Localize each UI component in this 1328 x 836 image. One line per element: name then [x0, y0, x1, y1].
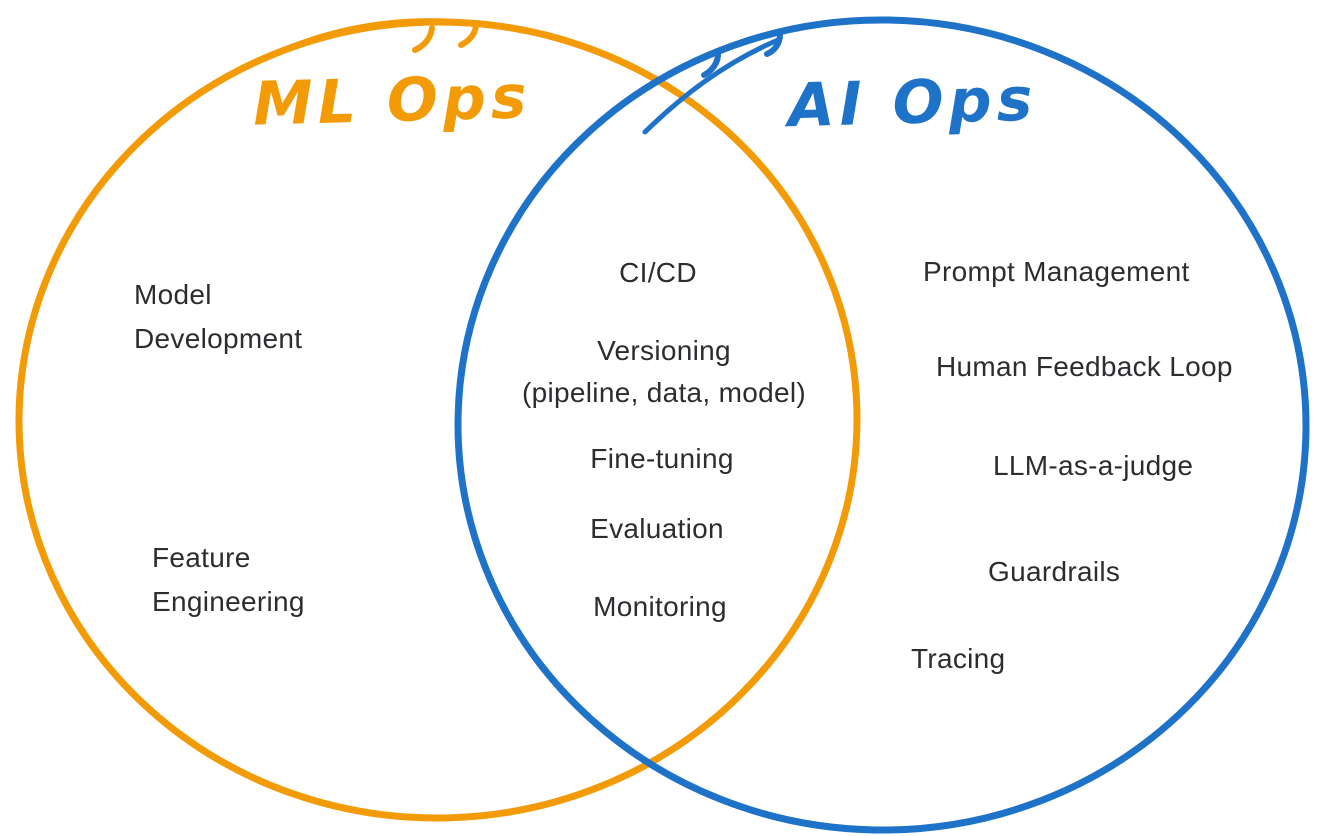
mlops-sketch-hook-1 — [412, 25, 435, 53]
label-versioning: Versioning (pipeline, data, model) — [522, 335, 806, 408]
label-human-feedback-loop: Human Feedback Loop — [936, 351, 1233, 382]
label-feature-engineering: Feature Engineering — [152, 542, 305, 617]
left-circle-title: ML Ops — [252, 62, 533, 140]
mlops-sketch-hook-2 — [458, 21, 479, 48]
label-prompt-management: Prompt Management — [923, 256, 1190, 287]
label-llm-as-a-judge: LLM-as-a-judge — [993, 450, 1194, 481]
label-fine-tuning: Fine-tuning — [590, 443, 734, 474]
label-guardrails: Guardrails — [988, 556, 1121, 587]
aiops-sketch-overstroke — [642, 37, 781, 135]
aiops-circle — [454, 16, 1310, 834]
mlops-circle — [15, 18, 861, 822]
aiops-circle-outline — [454, 16, 1310, 834]
mlops-sketch-overstroke — [289, 18, 471, 50]
label-tracing: Tracing — [911, 643, 1006, 674]
aiops-sketch-hook-1 — [701, 49, 722, 78]
label-model-development: Model Development — [134, 279, 303, 354]
right-circle-title: AI Ops — [787, 64, 1039, 142]
label-ci-cd: CI/CD — [619, 257, 697, 288]
label-evaluation: Evaluation — [590, 513, 724, 544]
label-monitoring: Monitoring — [593, 591, 727, 622]
aiops-sketch-hook-2 — [764, 32, 783, 57]
